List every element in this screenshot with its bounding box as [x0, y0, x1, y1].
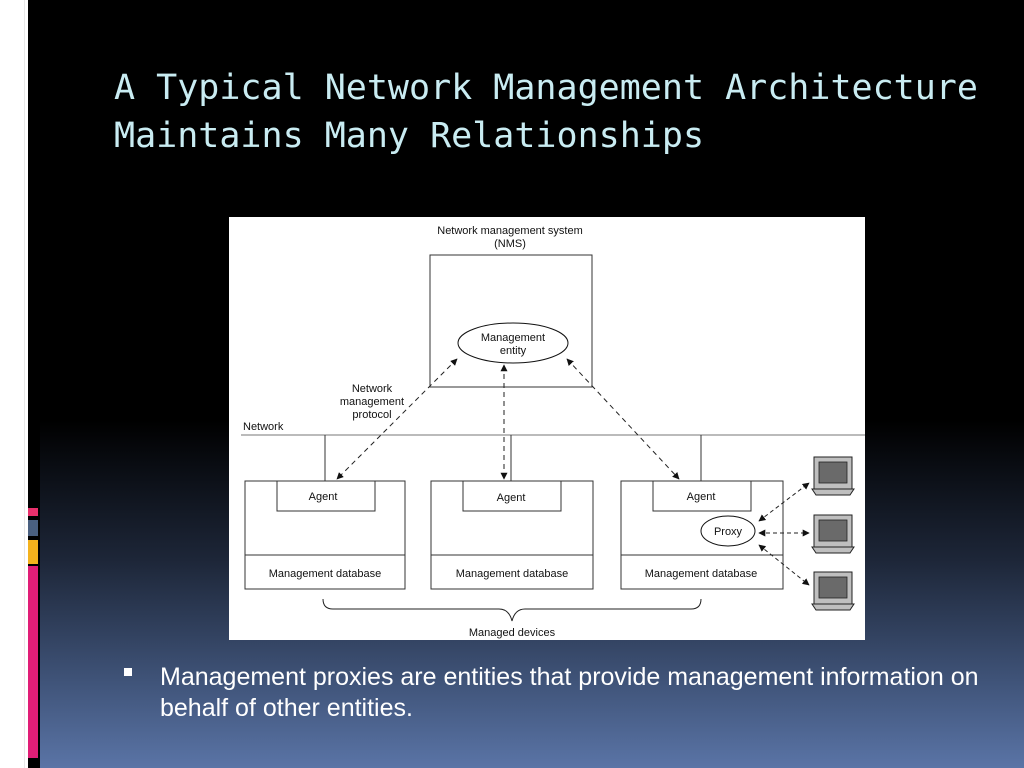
nms-title-line1: Network management system	[437, 225, 583, 237]
managed-devices-label: Managed devices	[469, 627, 556, 639]
agent-label-2: Agent	[497, 492, 526, 504]
agent-label-1: Agent	[309, 491, 338, 503]
slide-title: A Typical Network Management Architectur…	[114, 64, 994, 160]
bullet-point: Management proxies are entities that pro…	[124, 662, 984, 724]
database-label-2: Management database	[456, 568, 569, 580]
slide-title-line2: Maintains Many Relationships	[114, 116, 705, 156]
network-architecture-diagram: Network management system (NMS) Manageme…	[229, 217, 865, 640]
network-label: Network	[243, 421, 284, 433]
accent-slate	[28, 520, 38, 536]
accent-pink-small	[28, 508, 38, 516]
nms-title-line2: (NMS)	[494, 238, 526, 250]
bullet-marker	[124, 668, 132, 676]
agent-box-3	[652, 480, 752, 512]
protocol-label-line2: management	[340, 396, 404, 408]
protocol-label-line1: Network	[352, 383, 393, 395]
strip-white-bar	[0, 0, 25, 768]
computer-icon	[811, 514, 855, 554]
proxy-ellipse	[700, 515, 756, 547]
left-decorative-strip	[0, 0, 40, 768]
accent-pink-long	[28, 566, 38, 758]
accent-color-bars	[28, 508, 38, 758]
database-label-1: Management database	[269, 568, 382, 580]
management-entity-line2: entity	[500, 345, 527, 357]
agent-box-2	[462, 480, 562, 512]
agent-label-3: Agent	[687, 491, 716, 503]
protocol-arrow-left	[336, 358, 458, 480]
protocol-label-line3: protocol	[352, 409, 391, 421]
managed-devices-brace	[322, 598, 702, 622]
bullet-text: Management proxies are entities that pro…	[160, 663, 979, 722]
computer-icon	[811, 571, 855, 611]
agent-box-1	[276, 480, 376, 512]
protocol-arrow-right	[566, 358, 680, 480]
management-entity-ellipse	[457, 322, 569, 364]
management-entity-line1: Management	[481, 332, 545, 344]
proxy-arrow-top	[758, 482, 810, 522]
database-label-3: Management database	[645, 568, 758, 580]
accent-yellow	[28, 540, 38, 564]
diagram-svg: Network management system (NMS) Manageme…	[241, 225, 865, 639]
computer-icon	[811, 456, 855, 496]
nms-box	[429, 254, 593, 388]
proxy-arrow-bottom	[758, 544, 810, 586]
slide-title-line1: A Typical Network Management Architectur…	[114, 68, 978, 108]
proxy-label: Proxy	[714, 526, 743, 538]
